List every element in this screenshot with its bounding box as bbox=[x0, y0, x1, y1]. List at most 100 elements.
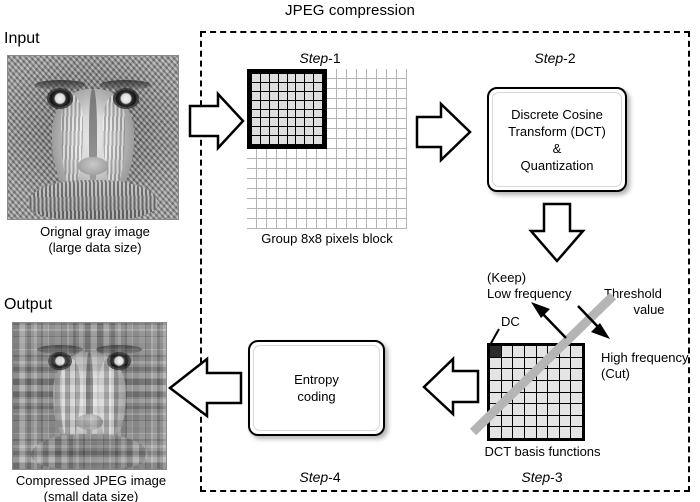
pixel-cell bbox=[247, 169, 257, 179]
step4-box-text: Entropy coding bbox=[253, 345, 380, 431]
pixel-cell bbox=[367, 219, 377, 229]
pixel-cell bbox=[297, 219, 307, 229]
step3-heading: Step-3 bbox=[487, 469, 597, 485]
dct-coefficient-cell bbox=[490, 380, 501, 392]
pixel-cell bbox=[307, 179, 317, 189]
pixel-cell bbox=[277, 199, 287, 209]
pixel-cell bbox=[307, 219, 317, 229]
pixel-cell bbox=[397, 149, 407, 159]
eye-left bbox=[48, 90, 71, 107]
block-cell bbox=[278, 100, 287, 109]
output-caption: Compressed JPEG image (small data size) bbox=[0, 473, 182, 502]
pixel-cell bbox=[377, 189, 387, 199]
dct-coefficient-cell bbox=[536, 369, 548, 380]
block-cell bbox=[305, 109, 314, 118]
pixel-cell bbox=[397, 199, 407, 209]
dct-coefficient-cell bbox=[536, 346, 548, 357]
pixel-cell bbox=[297, 199, 307, 209]
pixel-cell bbox=[357, 149, 367, 159]
step4-line2: coding bbox=[297, 389, 336, 404]
pixel-cell bbox=[307, 189, 317, 199]
block-cell bbox=[296, 109, 305, 118]
pixel-cell bbox=[337, 89, 347, 99]
block-cell bbox=[287, 100, 296, 109]
pixel-cell bbox=[277, 219, 287, 229]
dct-coefficient-cell bbox=[536, 415, 548, 427]
muzzle-ridge-right bbox=[98, 358, 119, 440]
pixel-cell bbox=[317, 199, 327, 209]
block-cell bbox=[296, 100, 305, 109]
output-caption-line1: Compressed JPEG image bbox=[15, 473, 167, 488]
block-cell bbox=[269, 118, 278, 127]
pixel-cell bbox=[267, 169, 277, 179]
block-cell bbox=[252, 91, 260, 100]
pixel-cell bbox=[267, 199, 277, 209]
pixel-cell bbox=[397, 89, 407, 99]
block-cell bbox=[260, 74, 269, 82]
dct-coefficient-cell bbox=[513, 369, 524, 380]
step2-line4: Quantization bbox=[520, 157, 594, 173]
dct-coefficient-cell bbox=[559, 427, 571, 438]
pixel-cell bbox=[317, 189, 327, 199]
pixel-cell bbox=[257, 179, 267, 189]
dct-coefficient-cell bbox=[490, 392, 501, 404]
pixel-cell bbox=[357, 209, 367, 219]
step3-heading-num: -3 bbox=[550, 469, 563, 485]
dct-coefficient-cell bbox=[513, 427, 524, 438]
pixel-cell bbox=[277, 179, 287, 189]
dct-coefficient-cell bbox=[548, 357, 559, 369]
pixel-cell bbox=[397, 159, 407, 169]
pixel-cell bbox=[397, 219, 407, 229]
pixel-cell bbox=[317, 209, 327, 219]
pixel-cell bbox=[397, 179, 407, 189]
dct-coefficient-cell bbox=[548, 427, 559, 438]
dct-coefficient-cell bbox=[513, 392, 524, 404]
block-cell bbox=[269, 127, 278, 136]
pixel-cell bbox=[327, 129, 337, 139]
block-cell bbox=[252, 82, 260, 91]
brow-right bbox=[99, 80, 151, 91]
dct-coefficient-cell bbox=[490, 427, 501, 438]
dct-coefficient-cell bbox=[571, 369, 582, 380]
pixel-cell bbox=[377, 89, 387, 99]
high-frequency-label: High frequency bbox=[601, 350, 689, 365]
dct-coefficient-cell bbox=[501, 392, 513, 404]
pixel-cell bbox=[247, 149, 257, 159]
block-cell bbox=[305, 127, 314, 136]
block-cell bbox=[269, 100, 278, 109]
pixel-cell bbox=[347, 149, 357, 159]
block-cell bbox=[305, 136, 314, 144]
pixel-cell bbox=[337, 209, 347, 219]
pixel-cell bbox=[337, 79, 347, 89]
muzzle-ridge-left bbox=[60, 358, 81, 440]
pixel-cell bbox=[357, 139, 367, 149]
block-cell bbox=[287, 127, 296, 136]
input-caption: Orignal gray image (large data size) bbox=[0, 224, 190, 256]
block-cell bbox=[269, 82, 278, 91]
step2-line3: & bbox=[552, 140, 562, 156]
step2-heading-word: Step bbox=[534, 50, 564, 66]
dct-coefficient-cell bbox=[501, 369, 513, 380]
step4-line1: Entropy bbox=[294, 372, 339, 387]
cut-label: (Cut) bbox=[601, 366, 630, 381]
pixel-cell bbox=[287, 169, 297, 179]
pixel-cell bbox=[337, 139, 347, 149]
pixel-cell bbox=[377, 119, 387, 129]
block-cell bbox=[260, 127, 269, 136]
step1-heading-num: -1 bbox=[328, 50, 341, 66]
pixel-cell bbox=[377, 99, 387, 109]
pixel-cell bbox=[307, 199, 317, 209]
pixel-cell bbox=[287, 179, 297, 189]
dct-coefficient-cell bbox=[559, 404, 571, 415]
dct-coefficient-cell bbox=[559, 380, 571, 392]
pixel-cell bbox=[357, 99, 367, 109]
input-caption-line2: (large data size) bbox=[48, 240, 142, 255]
dct-coefficient-cell bbox=[524, 380, 536, 392]
pixel-cell bbox=[287, 199, 297, 209]
dct-coefficient-cell bbox=[548, 392, 559, 404]
muzzle-ridge-right bbox=[103, 95, 126, 187]
pixel-cell bbox=[247, 159, 257, 169]
brow-left bbox=[37, 344, 84, 354]
pixel-cell bbox=[327, 149, 337, 159]
pixel-cell bbox=[377, 199, 387, 209]
